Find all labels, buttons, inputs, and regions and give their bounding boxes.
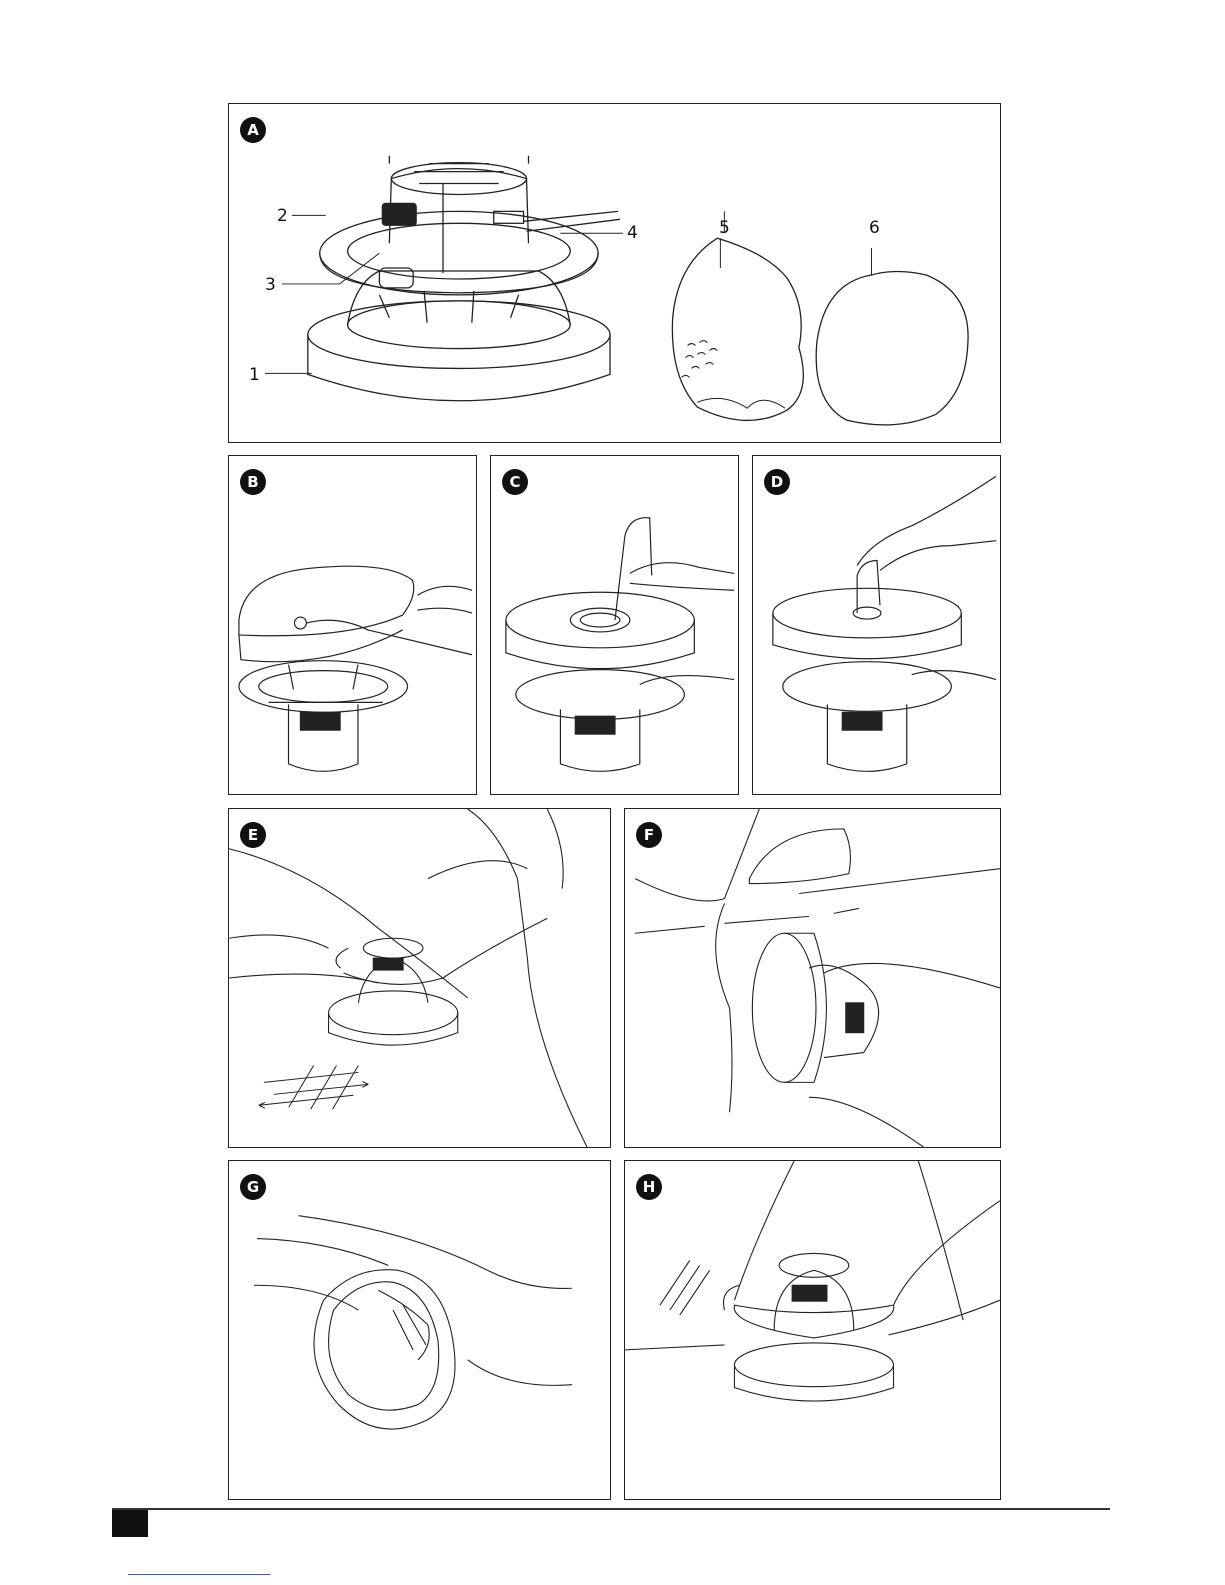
callout-2: 2 — [277, 208, 288, 225]
tightening-drawstring-illustration — [491, 456, 738, 794]
figure-label-d: D — [764, 469, 790, 495]
callout-5: 5 — [719, 220, 730, 237]
callout-6: 6 — [869, 220, 880, 237]
figure-label-c: C — [502, 469, 528, 495]
polisher-parts-illustration — [229, 104, 1000, 442]
callout-3: 3 — [265, 277, 276, 294]
figure-panel-b: B — [228, 455, 477, 795]
figure-panel-f: F — [624, 808, 1001, 1148]
figure-label-f: F — [636, 822, 662, 848]
polishing-hood-illustration — [229, 809, 610, 1147]
fitting-bonnet-illustration — [229, 456, 476, 794]
figure-panel-g: G — [228, 1160, 611, 1500]
polishing-door-illustration — [625, 809, 1000, 1147]
figure-label-b: B — [240, 469, 266, 495]
figure-panel-c: C — [490, 455, 739, 795]
figure-panel-h: H — [624, 1160, 1001, 1500]
buffing-with-polisher-illustration — [625, 1161, 1000, 1499]
figure-label-a: A — [240, 117, 266, 143]
buffing-by-hand-illustration — [229, 1161, 610, 1499]
callout-1: 1 — [249, 367, 260, 384]
page-number-block — [112, 1510, 148, 1537]
figure-label-h: H — [636, 1174, 662, 1200]
figure-panel-e: E — [228, 808, 611, 1148]
figure-label-e: E — [240, 822, 266, 848]
figure-panel-d: D — [752, 455, 1001, 795]
bottom-link-underline — [128, 1574, 270, 1575]
figure-panel-a: A 1 2 3 4 5 6 — [228, 103, 1001, 443]
footer-rule — [112, 1508, 1110, 1510]
figure-label-g: G — [240, 1174, 266, 1200]
callout-4: 4 — [627, 225, 638, 242]
tucking-drawstring-illustration — [753, 456, 1000, 794]
